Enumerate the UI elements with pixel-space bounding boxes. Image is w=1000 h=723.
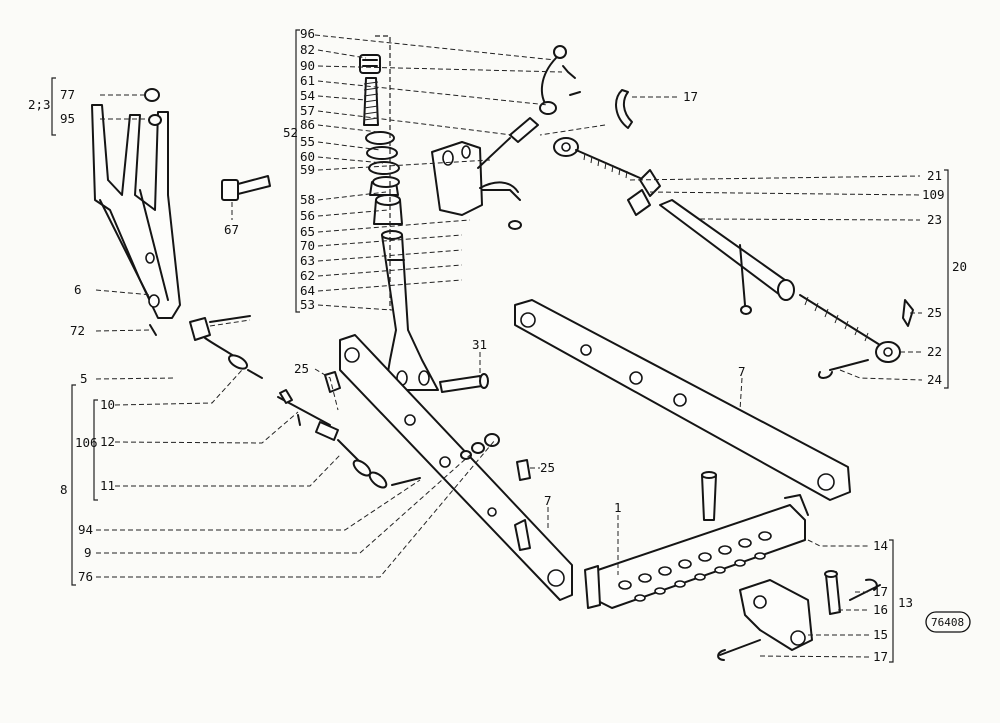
reference-code: 76408 (931, 616, 964, 629)
label-17-mid: 17 (873, 584, 888, 599)
lower-link-right (514, 299, 851, 501)
label-1: 1 (614, 500, 622, 515)
label-76: 76 (78, 569, 93, 584)
label-95: 95 (60, 111, 75, 126)
check-chain-assembly (189, 315, 421, 489)
bracket-20 (944, 169, 949, 389)
label-77: 77 (60, 87, 75, 102)
label-96: 96 (300, 26, 315, 41)
bracket-23 (51, 77, 56, 136)
label-57: 57 (300, 103, 315, 118)
drawbar (584, 471, 809, 609)
label-9: 9 (84, 545, 92, 560)
label-25-right: 25 (927, 305, 942, 320)
label-64: 64 (300, 283, 315, 298)
label-94: 94 (78, 522, 93, 537)
drawbar-holes (618, 531, 772, 602)
label-72: 72 (70, 323, 85, 338)
label-82: 82 (300, 42, 315, 57)
bracket-106 (93, 399, 98, 501)
label-17-top: 17 (683, 89, 698, 104)
label-55: 55 (300, 134, 315, 149)
label-56: 56 (300, 208, 315, 223)
label-20: 20 (952, 259, 967, 274)
label-7-left: 7 (544, 493, 552, 508)
label-7-right: 7 (738, 364, 746, 379)
bracket-52-dashed (375, 35, 391, 310)
lift-arm-bracket (91, 104, 181, 319)
callout-labels: 96 82 90 61 54 57 86 52 55 60 59 58 56 6… (28, 26, 967, 664)
label-10: 10 (100, 397, 115, 412)
clevis-fork (431, 141, 522, 230)
label-59: 59 (300, 162, 315, 177)
label-62: 62 (300, 268, 315, 283)
label-21: 21 (927, 168, 942, 183)
bracket-13 (889, 539, 894, 663)
group-brackets (51, 29, 949, 663)
label-14: 14 (873, 538, 888, 553)
label-24: 24 (927, 372, 942, 387)
label-53: 53 (300, 297, 315, 312)
label-23: 23 (927, 212, 942, 227)
label-25-left: 25 (294, 361, 309, 376)
label-13: 13 (898, 595, 913, 610)
label-106: 106 (75, 435, 98, 450)
label-8: 8 (60, 482, 68, 497)
label-31: 31 (472, 337, 487, 352)
leader-lines (95, 34, 923, 658)
label-25-mid: 25 (540, 460, 555, 475)
r-clip-17 (615, 89, 633, 129)
top-link-assembly (553, 137, 914, 379)
label-70: 70 (300, 238, 315, 253)
clip-25-mid (516, 459, 531, 481)
label-90: 90 (300, 58, 315, 73)
label-65: 65 (300, 224, 315, 239)
reference-code-badge: 76408 (925, 611, 971, 633)
label-6: 6 (74, 282, 82, 297)
label-67: 67 (224, 222, 239, 237)
label-23-group: 2;3 (28, 97, 51, 112)
label-11: 11 (100, 478, 115, 493)
label-61: 61 (300, 73, 315, 88)
small-link (477, 117, 539, 169)
label-109: 109 (922, 187, 945, 202)
label-58: 58 (300, 192, 315, 207)
label-22: 22 (927, 344, 942, 359)
bracket-8 (71, 384, 76, 586)
label-86: 86 (300, 117, 315, 132)
lever-96 (539, 45, 581, 115)
label-17-bottom: 17 (873, 649, 888, 664)
label-5: 5 (80, 371, 88, 386)
label-16: 16 (873, 602, 888, 617)
clip-25-left (324, 371, 341, 393)
pin-31 (439, 373, 489, 393)
label-52: 52 (283, 125, 298, 140)
label-63: 63 (300, 253, 315, 268)
pin-67 (221, 175, 271, 201)
label-15: 15 (873, 627, 888, 642)
drawbar-clevis (717, 570, 881, 661)
label-60: 60 (300, 149, 315, 164)
lift-rod-assembly (359, 54, 439, 391)
cap-77 (144, 88, 162, 336)
nuts-near-link (460, 433, 500, 460)
label-54: 54 (300, 88, 315, 103)
bracket-52 (295, 29, 300, 313)
label-12: 12 (100, 434, 115, 449)
